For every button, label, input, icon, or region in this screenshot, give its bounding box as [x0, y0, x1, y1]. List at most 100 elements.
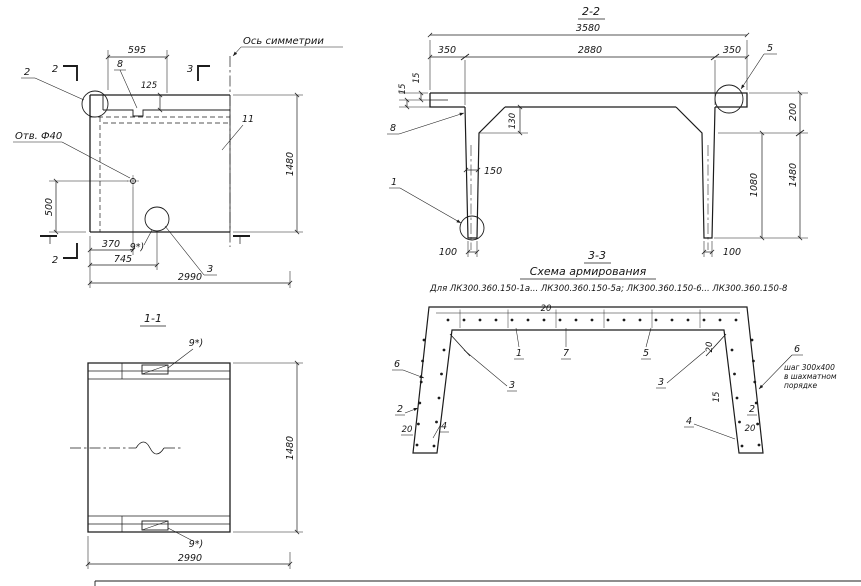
dim-1480-s11: 1480 — [233, 360, 303, 535]
dim-500-text: 500 — [44, 198, 55, 216]
section-2-2-labels: 8 1 5 — [387, 43, 777, 224]
sheet-frame — [94, 580, 861, 586]
plan-dimensions: 595 125 500 370 745 — [44, 45, 303, 288]
dim-15-a-text: 15 — [412, 73, 422, 84]
label-9-top: 9*) — [189, 338, 204, 349]
cut-3-mark-top — [197, 65, 210, 81]
dim-100-left: 100 — [439, 241, 480, 258]
label-4-right: 4 — [686, 416, 692, 427]
label-3-right: 3 — [658, 377, 664, 388]
slab-stirrup-ticks — [459, 309, 701, 328]
label-7-s33: 7 — [563, 348, 569, 359]
dim-350-2880-350: 350 2880 350 — [427, 45, 750, 105]
label-2-right: 2 — [749, 404, 755, 415]
dim-1480-s22-text: 1480 — [788, 163, 799, 187]
section-3-3-subtitle: Схема армирования — [530, 265, 647, 278]
dim-350-left-text: 350 — [438, 45, 456, 56]
label-11: 11 — [242, 114, 254, 125]
label-6-right: 6 — [794, 344, 800, 355]
dim-2880-text: 2880 — [578, 45, 602, 56]
dim-370: 370 — [87, 187, 136, 288]
cut-2-bottom-label: 2 — [52, 255, 58, 266]
cut-2-mark-bottom — [63, 243, 78, 259]
dim-500: 500 — [44, 178, 128, 235]
section-3-3-labels: 20 20 6 1 7 5 3 3 15 2 20 4 — [392, 304, 837, 440]
dim-125-text: 125 — [141, 81, 157, 91]
break-wave — [135, 441, 165, 455]
right-leg-rebar-dots — [730, 338, 761, 448]
dim-15-right-text: 15 — [712, 392, 722, 403]
dim-595: 595 — [105, 45, 170, 93]
label-5-s33: 5 — [643, 348, 649, 359]
dim-745: 745 — [87, 232, 160, 270]
detail-circle-2 — [81, 90, 109, 118]
dim-2990-s11: 2990 — [85, 536, 293, 569]
dim-130: 130 — [479, 104, 528, 136]
dims-right-side: 1080 200 1480 — [714, 90, 808, 241]
callout-1-label: 1 — [391, 177, 397, 188]
dim-2990-plan: 2990 — [87, 271, 293, 288]
section-1-1-labels: 9*) 9*) — [167, 338, 204, 550]
label-4-left: 4 — [441, 421, 447, 432]
label-8-s22: 8 — [390, 123, 396, 134]
section-2-2-view: 2-2 8 1 5 35 — [387, 5, 808, 258]
note-line-2: в шахматном — [784, 372, 837, 381]
label-9-bottom: 9*) — [189, 539, 204, 550]
label-2-left: 2 — [397, 404, 403, 415]
dim-20-flange-right-text: 20 — [745, 424, 756, 434]
section-2-2-dimensions: 3580 350 2880 350 15 15 — [398, 23, 808, 258]
plan-cut-marks — [40, 65, 250, 259]
dim-745-text: 745 — [114, 254, 132, 265]
section-3-3-view: 3-3 Схема армирования Для ЛК300.360.150-… — [392, 249, 837, 454]
label-1-s33: 1 — [516, 348, 522, 359]
dim-1480-s11-text: 1480 — [285, 436, 296, 460]
dim-20-flange-left-text: 20 — [402, 425, 413, 435]
callout-5-label: 5 — [767, 43, 773, 54]
section-1-1-view: 1-1 9*) 9*) — [70, 312, 303, 569]
embedded-plate-top — [141, 364, 169, 375]
note-line-1: шаг 300х400 — [784, 363, 835, 372]
haunch-right — [705, 333, 727, 357]
label-6-left: 6 — [394, 359, 400, 370]
dim-3580-text: 3580 — [576, 23, 600, 34]
dim-200-text: 200 — [788, 103, 799, 121]
dim-595-text: 595 — [128, 45, 146, 56]
dim-2990-s11-text: 2990 — [178, 553, 202, 564]
cut-2-mark-top — [63, 65, 78, 81]
left-leg — [464, 106, 506, 239]
dim-1480-plan: 1480 — [233, 92, 303, 235]
detail-circle-1 — [459, 215, 485, 241]
dim-20-top-text: 20 — [541, 304, 552, 314]
section-3-3-outline — [412, 306, 764, 454]
detail-circle-3 — [144, 206, 170, 232]
dim-1080-text: 1080 — [749, 173, 760, 197]
dim-370-text: 370 — [102, 239, 120, 250]
section-1-1-title: 1-1 — [144, 312, 162, 325]
detail-circle-5 — [714, 84, 744, 114]
plan-outline — [81, 56, 231, 247]
dim-15-15: 15 15 — [398, 73, 430, 110]
right-leg — [675, 106, 716, 239]
label-3-left: 3 — [509, 380, 515, 391]
dim-100-right-text: 100 — [723, 247, 741, 258]
dim-130-text: 130 — [508, 113, 518, 129]
label-9-plan: 9*) — [130, 242, 145, 253]
section-1-1-outline — [70, 362, 231, 533]
section-2-2-title: 2-2 — [582, 5, 600, 18]
dim-20-right-text: 20 — [705, 342, 715, 353]
dim-100-left-text: 100 — [439, 247, 457, 258]
dim-150-text: 150 — [484, 166, 502, 177]
dim-100-right: 100 — [701, 241, 741, 258]
callout-2-label: 2 — [24, 67, 30, 78]
symmetry-axis-label: Ось симметрии — [243, 36, 324, 47]
plan-view: 2 2 2 3 8 Ось симметрии 11 Отв. Ф40 9*) … — [13, 36, 343, 288]
embedded-plate-bottom — [141, 520, 169, 531]
hole-f40 — [127, 175, 139, 187]
slab-rebar-dots — [446, 318, 738, 322]
note-line-3: порядке — [784, 381, 817, 390]
dim-350-right-text: 350 — [723, 45, 741, 56]
section-3-3-models: Для ЛК300.360.150-1а... ЛК300.360.150-5а… — [429, 284, 788, 294]
dim-1480-plan-text: 1480 — [285, 152, 296, 176]
